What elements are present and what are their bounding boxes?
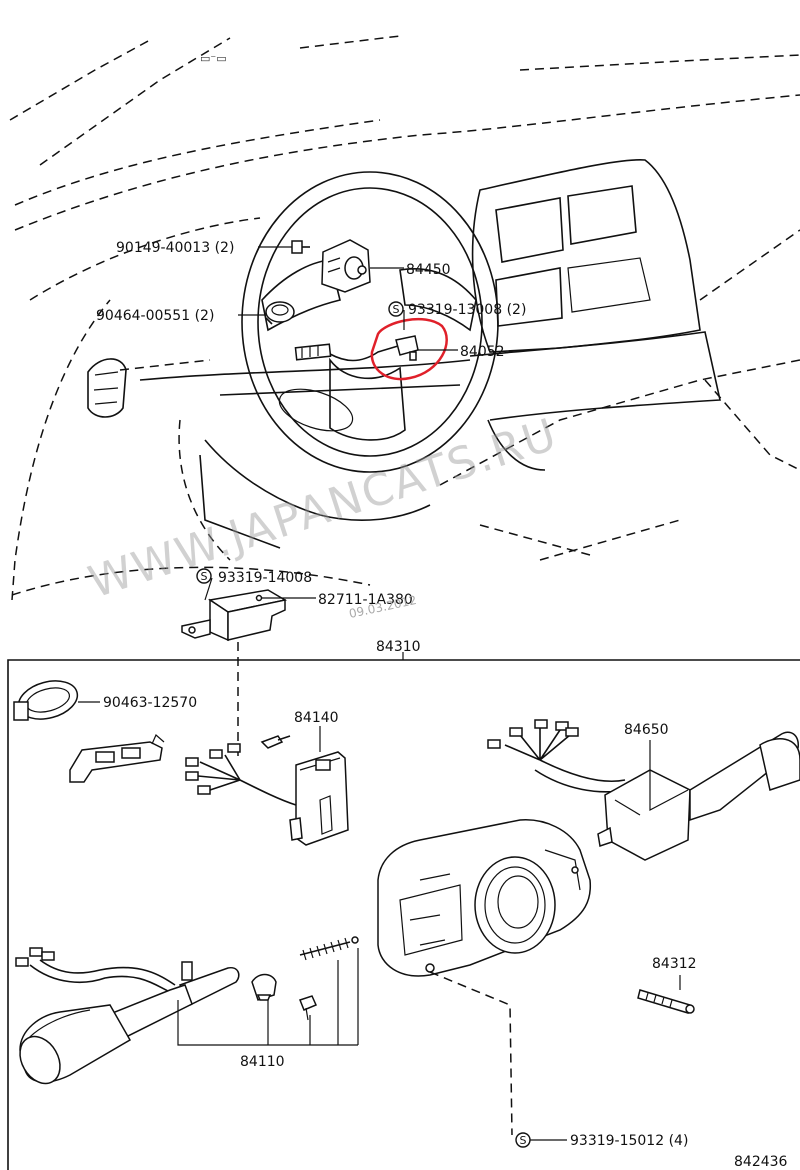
callout-84052: 84052 bbox=[460, 344, 505, 360]
callout-82711-1a380: 82711-1A380 bbox=[318, 592, 413, 608]
watermark: WWW.JAPANCATS.RU bbox=[83, 409, 564, 609]
clamp-90463 bbox=[13, 680, 79, 721]
callout-90463-12570: 90463-12570 bbox=[103, 695, 197, 711]
dashboard-outline bbox=[9, 35, 800, 601]
leader-body-to-screw bbox=[429, 971, 513, 1136]
bracket-82711 bbox=[181, 589, 288, 642]
group-bracket-84310 bbox=[7, 659, 800, 1170]
combination-switch-body bbox=[377, 819, 592, 977]
callout-93319-13008: 93319-13008 (2) bbox=[408, 302, 526, 318]
screw-90149 bbox=[291, 240, 310, 254]
plate bbox=[69, 734, 165, 783]
switch-84140 bbox=[185, 735, 349, 846]
callout-84450: 84450 bbox=[406, 262, 451, 278]
diagram-number: 842436 bbox=[734, 1154, 788, 1170]
callout-84140: 84140 bbox=[294, 710, 339, 726]
switch-84650 bbox=[487, 719, 800, 861]
switch-84450 bbox=[321, 239, 371, 293]
corner-mark: ▭⁻▭ bbox=[200, 52, 227, 65]
svg-text:S: S bbox=[520, 1134, 527, 1147]
callout-90464-00551: 90464-00551 (2) bbox=[96, 308, 214, 324]
lever-84110 bbox=[15, 936, 359, 1085]
symbol-s-1: S bbox=[388, 301, 404, 317]
symbol-s-2: S bbox=[196, 568, 212, 584]
pin-84312 bbox=[637, 989, 695, 1014]
callout-93319-15012: 93319-15012 (4) bbox=[570, 1133, 688, 1149]
callout-90149-40013: 90149-40013 (2) bbox=[116, 240, 234, 256]
bracket-84110 bbox=[177, 948, 359, 1046]
svg-text:S: S bbox=[201, 570, 208, 583]
svg-text:S: S bbox=[393, 303, 400, 316]
group-label-84310: 84310 bbox=[376, 639, 421, 655]
leader-lines bbox=[78, 246, 681, 1141]
callout-84650: 84650 bbox=[624, 722, 669, 738]
clamp-90464 bbox=[265, 301, 295, 325]
highlight-circle bbox=[370, 317, 448, 381]
callout-84312: 84312 bbox=[652, 956, 697, 972]
symbol-s-3: S bbox=[515, 1132, 531, 1148]
callout-93319-14008: 93319-14008 bbox=[218, 570, 312, 586]
harness-84052 bbox=[294, 335, 419, 362]
callout-84110: 84110 bbox=[240, 1054, 285, 1070]
